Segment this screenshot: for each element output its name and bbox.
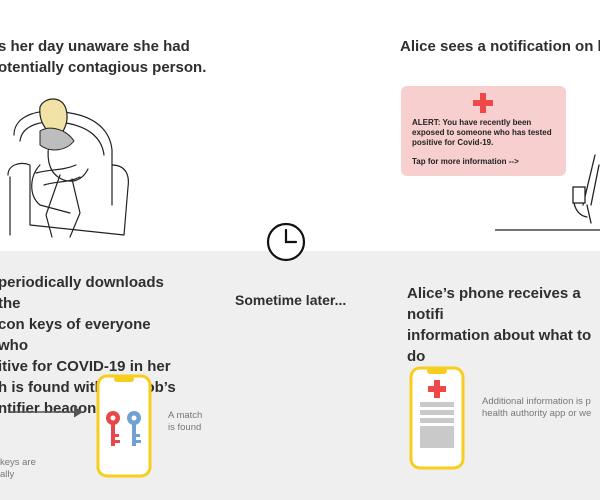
top-left-heading: s her day unaware she had otentially con… xyxy=(0,38,207,76)
top-right-heading: Alice sees a notification on her xyxy=(400,38,600,55)
additional-info-note: Additional information is p health autho… xyxy=(482,396,592,419)
clock-icon xyxy=(266,222,306,262)
phone-with-keys-icon xyxy=(96,374,152,478)
alert-notification-card[interactable]: ALERT: You have recently been exposed to… xyxy=(401,86,566,176)
bottom-right-heading: Alice’s phone receives a notifi informat… xyxy=(407,285,592,365)
arrow-right-icon xyxy=(8,406,83,418)
alert-message: ALERT: You have recently been exposed to… xyxy=(412,118,552,147)
woman-in-chair-illustration xyxy=(7,98,129,238)
match-found-note: A match is found xyxy=(168,410,203,433)
phone-with-info-icon xyxy=(409,366,465,470)
medical-cross-icon xyxy=(473,93,493,113)
keys-note: keys are ally xyxy=(0,457,36,480)
person-with-coffee-illustration xyxy=(495,154,600,231)
alert-tap-link[interactable]: Tap for more information --> xyxy=(412,157,519,166)
sometime-later-label: Sometime later... xyxy=(235,292,347,308)
